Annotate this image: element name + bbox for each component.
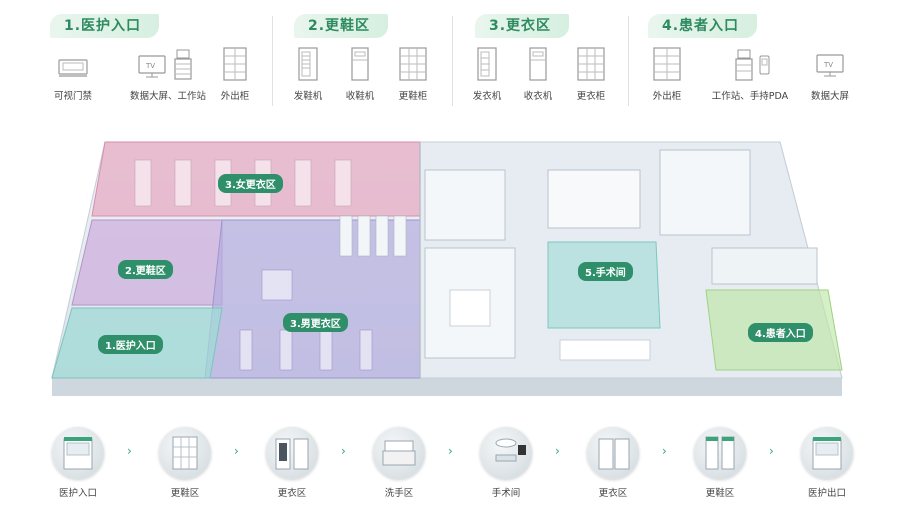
- step-thumbnail: [694, 427, 746, 479]
- item-shoe-cabinet: 更鞋柜: [378, 46, 448, 102]
- control-room: [547, 169, 641, 229]
- step-label: 医护出口: [807, 488, 846, 499]
- step-thumbnail: [159, 427, 211, 479]
- flow-step-shoe-area: 更鞋区: [145, 427, 225, 499]
- item-workstation-pda: 工作站、手持PDA: [695, 46, 805, 102]
- section-divider: [272, 16, 273, 106]
- item-label: 收衣机: [523, 91, 553, 102]
- item-clothes-collector: 收衣机: [503, 46, 573, 102]
- flow-step-changing-area-exit: 更衣区: [573, 427, 653, 499]
- step-thumbnail: [266, 427, 318, 479]
- section-divider: [628, 16, 629, 106]
- floor-edge: [52, 378, 842, 396]
- item-label: 数据大屏: [810, 91, 849, 102]
- flow-arrow: ›: [769, 444, 774, 458]
- flow-arrow: ›: [555, 444, 560, 458]
- access-control-icon: [58, 59, 88, 77]
- shoe-dispenser-icon: [298, 47, 318, 81]
- flow-step-scrub-area: 洗手区: [359, 427, 439, 499]
- section-divider: [452, 16, 453, 106]
- prep-room: [659, 149, 751, 236]
- step-thumbnail: [587, 427, 639, 479]
- locker-icon: [223, 47, 247, 81]
- meeting-room: [424, 169, 506, 241]
- item-shoe-dispenser: 发鞋机: [273, 46, 343, 102]
- section-title: 3.更衣区: [475, 14, 570, 38]
- zone-label-operating-room: 5.手术间: [578, 262, 633, 281]
- clothes-cabinet-icon: [577, 47, 605, 81]
- flow-step-operating-room: 手术间: [466, 427, 546, 499]
- section-title: 2.更鞋区: [294, 14, 389, 38]
- flow-arrow: ›: [127, 444, 132, 458]
- step-label: 洗手区: [384, 488, 414, 499]
- item-label: 外出柜: [220, 91, 250, 102]
- clothes-dispenser-icon: [477, 47, 497, 81]
- flow-arrow: ›: [234, 444, 239, 458]
- item-outgoing-cabinet: 外出柜: [632, 46, 702, 102]
- item-label: 发鞋机: [293, 91, 323, 102]
- male-locker-rows: [239, 269, 373, 371]
- nurse-desk: [559, 339, 651, 361]
- item-label: 发衣机: [472, 91, 502, 102]
- step-label: 更衣区: [598, 488, 628, 499]
- flow-step-shoe-area-exit: 更鞋区: [680, 427, 760, 499]
- floor-plan: [51, 141, 843, 396]
- zone-label-female-changing: 3.女更衣区: [218, 174, 283, 193]
- item-label: 更鞋柜: [398, 91, 428, 102]
- flow-step-medical-exit: 医护出口: [787, 427, 867, 499]
- item-data-screen: TV 数据大屏: [795, 46, 865, 102]
- tv-text: TV: [823, 61, 833, 69]
- item-label: 外出柜: [652, 91, 682, 102]
- step-thumbnail: [52, 427, 104, 479]
- item-label: 数据大屏、工作站: [129, 91, 206, 102]
- step-label: 手术间: [491, 488, 521, 499]
- step-label: 更衣区: [277, 488, 307, 499]
- item-label: 收鞋机: [345, 91, 375, 102]
- item-label: 可视门禁: [53, 91, 92, 102]
- zone-label-medical-entrance: 1.医护入口: [98, 335, 163, 354]
- zone-label-male-changing: 3.男更衣区: [283, 313, 348, 332]
- tv-icon: TV: [816, 54, 844, 77]
- flow-step-medical-entrance: 医护入口: [38, 427, 118, 499]
- item-clothes-cabinet: 更衣柜: [556, 46, 626, 102]
- flow-arrow: ›: [341, 444, 346, 458]
- tv-text: TV: [145, 62, 155, 70]
- item-data-screen-workstation: TV 数据大屏、工作站: [118, 46, 218, 102]
- workstation-pda-icon: [735, 49, 770, 81]
- step-label: 医护入口: [58, 488, 97, 499]
- zone-label-shoe-area: 2.更鞋区: [118, 260, 173, 279]
- flow-arrow: ›: [662, 444, 667, 458]
- step-label: 更鞋区: [170, 488, 200, 499]
- step-thumbnail: [480, 427, 532, 479]
- clothes-collector-icon: [529, 47, 547, 81]
- item-clothes-dispenser: 发衣机: [452, 46, 522, 102]
- item-video-access-control: 可视门禁: [38, 46, 108, 102]
- locker-icon: [653, 47, 681, 81]
- flow-step-changing-area: 更衣区: [252, 427, 332, 499]
- step-thumbnail: [801, 427, 853, 479]
- item-label: 更衣柜: [576, 91, 606, 102]
- item-outgoing-cabinet: 外出柜: [200, 46, 270, 102]
- shoe-cabinet-icon: [399, 47, 427, 81]
- item-shoe-collector: 收鞋机: [325, 46, 395, 102]
- patient-lockers: [711, 247, 818, 285]
- step-thumbnail: [373, 427, 425, 479]
- washroom-stalls: [339, 215, 407, 257]
- section-title: 1.医护入口: [50, 14, 160, 38]
- item-label: 工作站、手持PDA: [711, 91, 789, 102]
- step-label: 更鞋区: [705, 488, 735, 499]
- zone-operating-room: [547, 241, 661, 329]
- tv-workstation-icon: TV: [138, 49, 192, 80]
- shoe-collector-icon: [351, 47, 369, 81]
- zone-label-patient-entrance: 4.患者入口: [748, 323, 813, 342]
- conference-table: [449, 289, 491, 327]
- section-title: 4.患者入口: [648, 14, 758, 38]
- flow-arrow: ›: [448, 444, 453, 458]
